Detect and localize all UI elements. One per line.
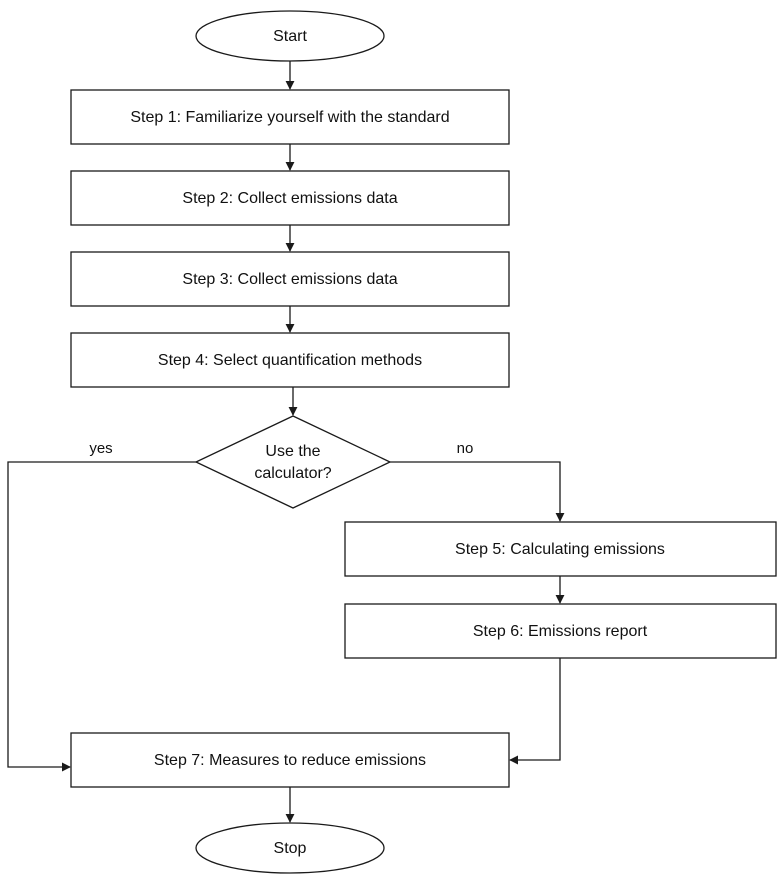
- start-label: Start: [273, 28, 307, 45]
- step-5-label: Step 5: Calculating emissions: [455, 541, 665, 558]
- decision-label-line-1: Use the: [265, 443, 320, 460]
- stop-terminator: Stop: [195, 822, 385, 874]
- decision-label-line-2: calculator?: [254, 465, 331, 482]
- step-1-box: Step 1: Familiarize yourself with the st…: [70, 89, 510, 145]
- step-4-box: Step 4: Select quantification methods: [70, 332, 510, 388]
- start-terminator: Start: [195, 10, 385, 62]
- arrow-no-to-step-5: [390, 461, 565, 522]
- step-7-label: Step 7: Measures to reduce emissions: [154, 752, 426, 769]
- step-4-label: Step 4: Select quantification methods: [158, 352, 422, 369]
- step-2-box: Step 2: Collect emissions data: [70, 170, 510, 226]
- yes-branch-label: yes: [89, 440, 112, 457]
- step-3-box: Step 3: Collect emissions data: [70, 251, 510, 307]
- no-branch-label: no: [457, 440, 474, 457]
- decision-diamond: Use the calculator?: [194, 415, 392, 509]
- step-3-label: Step 3: Collect emissions data: [182, 271, 397, 288]
- step-1-label: Step 1: Familiarize yourself with the st…: [130, 109, 449, 126]
- step-5-box: Step 5: Calculating emissions: [344, 521, 777, 577]
- step-7-box: Step 7: Measures to reduce emissions: [70, 732, 510, 788]
- stop-label: Stop: [274, 840, 307, 857]
- step-6-label: Step 6: Emissions report: [473, 623, 648, 640]
- arrow-yes-to-step-7: [7, 461, 196, 772]
- step-6-box: Step 6: Emissions report: [344, 603, 777, 659]
- step-2-label: Step 2: Collect emissions data: [182, 190, 397, 207]
- arrow-step-6-to-step-7: [509, 658, 561, 765]
